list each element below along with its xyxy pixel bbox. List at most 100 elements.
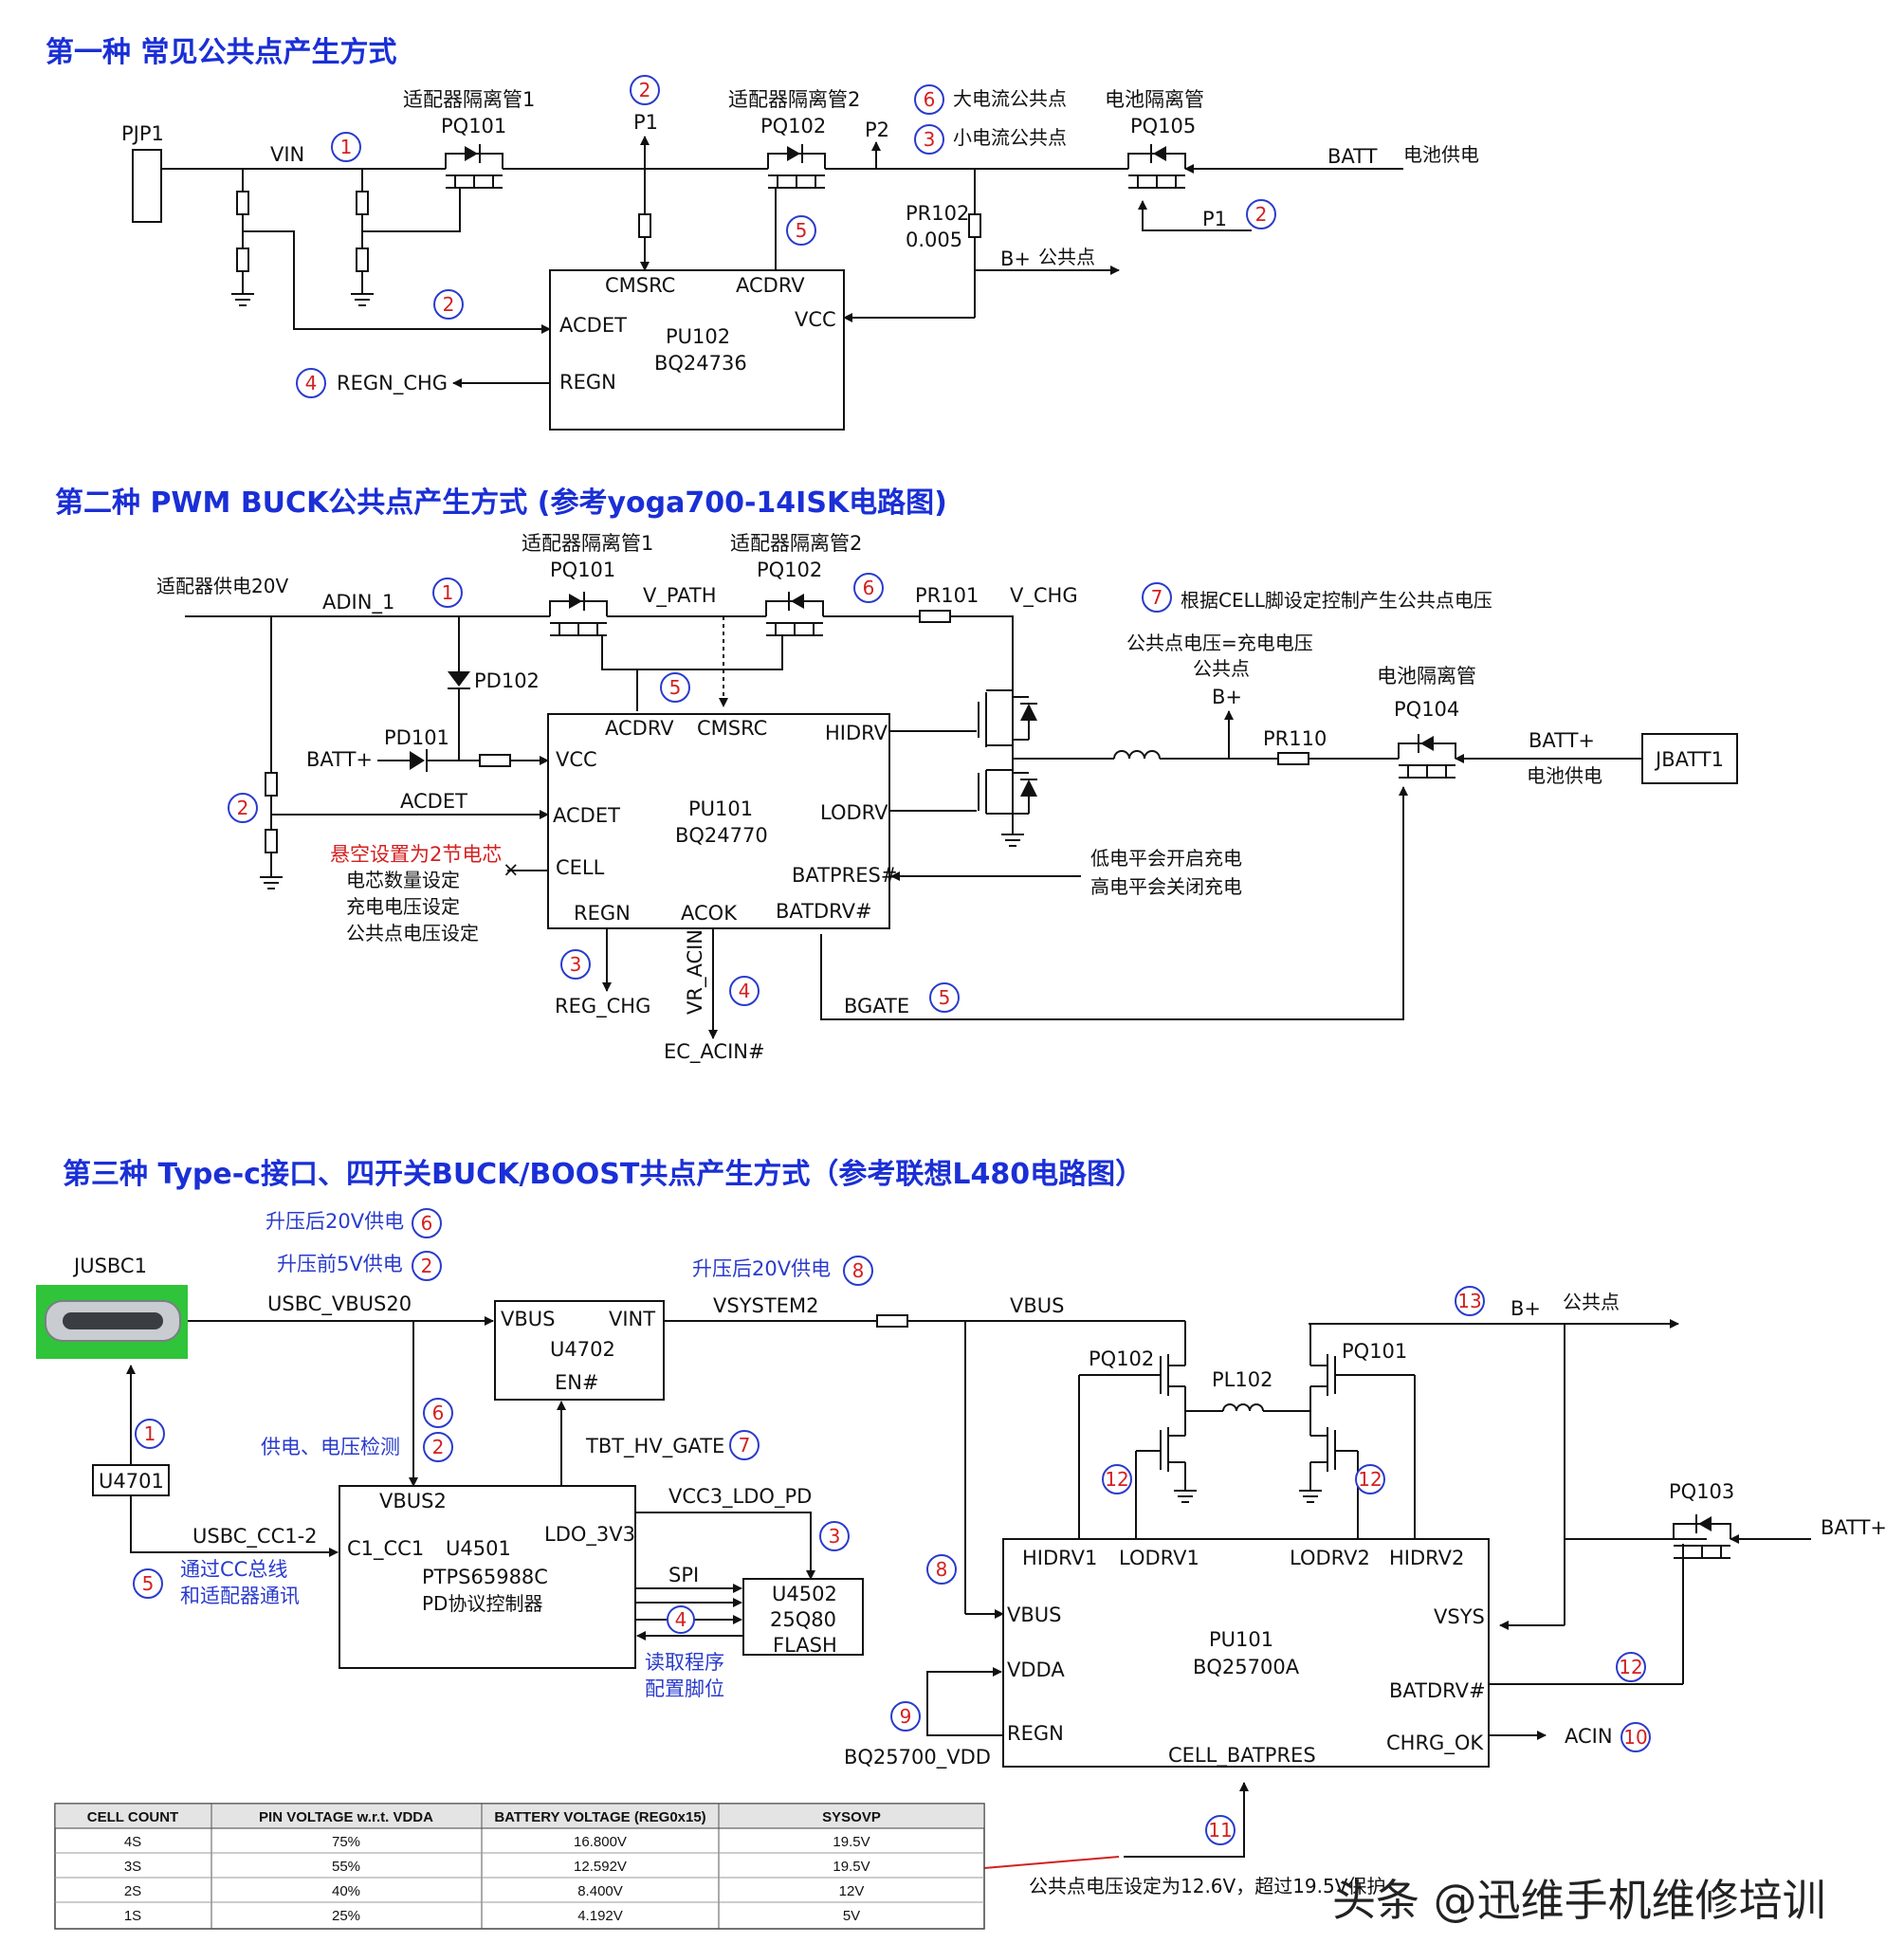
pq101-high-mosfet	[1309, 1324, 1416, 1539]
resistor	[265, 772, 278, 797]
float-note: 悬空设置为2节电芯	[330, 843, 502, 866]
marker-number: 11	[1208, 1819, 1232, 1842]
ground-icon	[231, 293, 254, 306]
common-voltage-note: 公共点电压设定为12.6V，超过19.5V保护	[1029, 1875, 1385, 1897]
pin-acok: ACOK	[681, 902, 738, 925]
pr101-label: PR101	[915, 584, 979, 607]
pq104-label: PQ104	[1394, 698, 1459, 721]
flash-label: FLASH	[773, 1634, 837, 1657]
table-cell: 55%	[332, 1859, 360, 1875]
pin-lodrv2: LODRV2	[1290, 1547, 1370, 1569]
pin-vdda: VDDA	[1007, 1659, 1065, 1681]
pin-regn: REGN	[574, 902, 631, 925]
tbt-hv-gate-label: TBT_HV_GATE	[585, 1435, 724, 1458]
resistor	[876, 1314, 908, 1328]
resistor	[479, 754, 511, 767]
ec-acin-label: EC_ACIN#	[664, 1040, 765, 1064]
low-level-note: 低电平会开启充电	[1090, 847, 1242, 870]
pq105-mosfet	[1127, 144, 1186, 189]
pin-hidrv2: HIDRV2	[1389, 1547, 1464, 1569]
voltage-eq-label: 公共点电压=充电电压	[1126, 632, 1313, 654]
pl102-inductor	[1222, 1403, 1264, 1412]
pr102-value: 0.005	[906, 229, 962, 251]
table-cell: 16.800V	[574, 1834, 627, 1850]
pq101-low-mosfet	[1309, 1422, 1359, 1539]
marker-number: 10	[1623, 1726, 1647, 1749]
marker-number: 12	[1619, 1656, 1642, 1678]
pq104-mosfet	[1398, 734, 1456, 779]
ground-icon	[1174, 1490, 1197, 1503]
bplus-label: B+	[1000, 247, 1031, 270]
ground-icon	[260, 876, 283, 889]
pin-batpres: BATPRES#	[792, 864, 897, 887]
battp-label: BATT+	[1529, 729, 1595, 752]
pin-vcc: VCC	[795, 308, 836, 331]
table-cell: 1S	[124, 1908, 141, 1924]
marker-number: 4	[675, 1608, 687, 1631]
table-cell: 19.5V	[833, 1859, 870, 1875]
marker-number: 1	[340, 136, 353, 158]
usb-c-connector-icon	[36, 1285, 188, 1359]
lodrv-mosfet	[978, 759, 1037, 834]
marker-number: 12	[1358, 1468, 1382, 1491]
marker-number: 6	[421, 1212, 433, 1235]
resistor	[356, 247, 369, 272]
bplus-label: B+	[1212, 686, 1242, 708]
ground-icon	[351, 293, 374, 306]
pu102-label: PU102	[666, 325, 730, 348]
pq103-label: PQ103	[1669, 1480, 1734, 1503]
boost20-label: 升压后20V供电	[265, 1210, 404, 1233]
no-connect-icon: ×	[503, 858, 520, 881]
pin-hidrv1: HIDRV1	[1022, 1547, 1097, 1569]
pq101-label: PQ101	[550, 559, 615, 581]
pre5-label: 升压前5V供电	[277, 1253, 403, 1275]
marker-number: 8	[852, 1259, 865, 1282]
pin-vint: VINT	[609, 1308, 655, 1330]
ground-icon	[1001, 834, 1024, 847]
table-cell: 40%	[332, 1883, 360, 1899]
cell-note-3: 公共点电压设定	[346, 922, 479, 944]
pin-vbus2: VBUS2	[379, 1490, 447, 1512]
pjp1-label: PJP1	[121, 122, 164, 145]
common-label: 公共点	[1563, 1291, 1620, 1313]
marker-number: 1	[442, 581, 454, 604]
pin-regn: REGN	[559, 371, 616, 394]
resistor	[236, 247, 249, 272]
marker-number: 2	[639, 79, 651, 101]
pin-vsys: VSYS	[1434, 1605, 1485, 1628]
u4701-label: U4701	[99, 1470, 164, 1493]
table-cell: 4.192V	[577, 1908, 623, 1924]
marker-number: 4	[739, 980, 751, 1002]
jusbc1-label: JUSBC1	[72, 1255, 147, 1277]
pin-c1-cc1: C1_CC1	[347, 1537, 424, 1561]
pq102-label: PQ102	[757, 559, 822, 581]
table-cell: 25%	[332, 1908, 360, 1924]
hidrv-mosfet	[978, 678, 1037, 759]
pin-lodrv1: LODRV1	[1119, 1547, 1199, 1569]
pq101-mosfet	[549, 592, 608, 636]
vcc3-ldo-pd-label: VCC3_LDO_PD	[668, 1485, 812, 1509]
pq102-mosfet	[767, 144, 826, 270]
bq24770-label: BQ24770	[675, 824, 768, 847]
section-3: 第三种 Type-c接口、四开关BUCK/BOOST共点产生方式（参考联想L48…	[36, 1158, 1887, 1897]
table-cell: 5V	[843, 1908, 860, 1924]
table-cell: 3S	[124, 1859, 141, 1875]
batt-label: BATT	[1327, 145, 1378, 168]
marker-number: 2	[432, 1436, 445, 1458]
pin-chrg-ok: CHRG_OK	[1386, 1732, 1484, 1755]
pq101-label: PQ101	[441, 115, 506, 137]
section-3-title: 第三种 Type-c接口、四开关BUCK/BOOST共点产生方式（参考联想L48…	[63, 1158, 1144, 1191]
marker-number: 5	[669, 676, 682, 699]
power-detect-label: 供电、电压检测	[261, 1436, 400, 1458]
bq25700a-label: BQ25700A	[1193, 1656, 1300, 1678]
u4502-flash-chip	[742, 1578, 864, 1656]
usbc-vbus20-label: USBC_VBUS20	[267, 1292, 412, 1316]
pin-regn: REGN	[1007, 1722, 1064, 1745]
pq102-desc: 适配器隔离管2	[730, 532, 862, 555]
pr101-resistor	[919, 610, 951, 623]
pq105-desc: 电池隔离管	[1105, 88, 1204, 111]
p1-label: P1	[633, 111, 658, 134]
p2-label: P2	[865, 119, 889, 141]
vsystem2-label: VSYSTEM2	[713, 1294, 818, 1317]
